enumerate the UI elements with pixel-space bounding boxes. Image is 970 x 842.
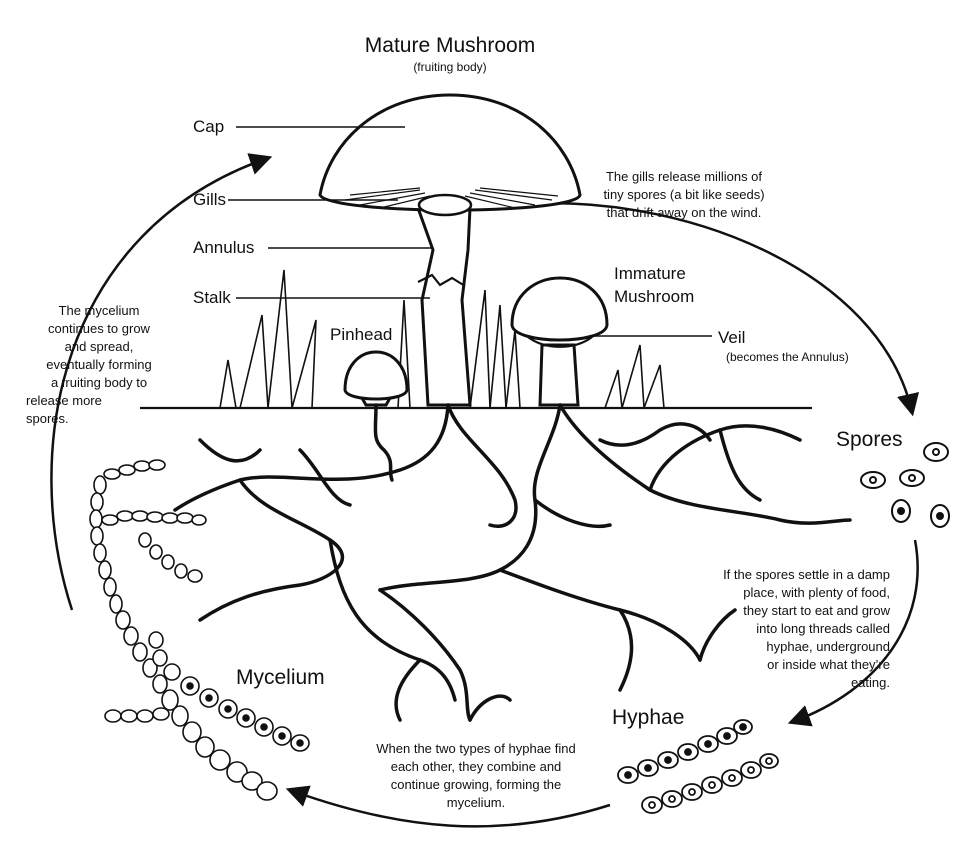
hyphae-chain-upper [617,719,753,784]
label-immature-line1: Immature [614,264,686,283]
note-mycelium-grow: The mycelium continues to grow and sprea… [26,303,152,426]
label-spores: Spores [836,428,903,451]
arrow-hyphae-to-mycelium [285,785,611,828]
spore-cluster [860,442,950,528]
note-spores-settle: If the spores settle in a damp place, wi… [723,567,890,690]
pointer-lines [228,126,712,337]
spore [930,504,950,528]
diagram-subtitle: (fruiting body) [413,60,487,74]
arrow-mycelium-to-cap [50,153,273,611]
label-stalk: Stalk [193,288,231,307]
spore [899,469,925,487]
spore [891,499,911,523]
hyphae-chain-lower [641,753,779,814]
mature-gills [344,187,559,209]
cell-chain-3 [104,631,310,752]
grass [219,269,665,409]
hyphae-chains [617,719,779,814]
arrow-gills-to-spores [509,201,919,417]
mycelium-cell-chains [89,459,310,801]
label-immature-line2: Mushroom [614,287,695,306]
mature-stalk-top [417,193,473,217]
label-mycelium: Mycelium [236,666,325,689]
label-hyphae: Hyphae [612,706,685,729]
mycelium-network [173,403,852,722]
label-pinhead: Pinhead [330,325,393,344]
cycle-arrows [50,153,919,828]
label-veil-note: (becomes the Annulus) [726,350,849,364]
mature-mushroom [318,93,582,407]
mature-annulus [417,273,466,287]
mature-cap [318,93,582,212]
label-cap: Cap [193,117,225,136]
mature-stalk [415,206,472,407]
cell-chain-2 [101,459,207,583]
label-gills: Gills [193,190,227,209]
cell-chain-1 [89,475,278,801]
immature-mushroom [510,276,609,407]
note-hyphae-combine: When the two types of hyphae find each o… [376,741,576,810]
spore [860,471,886,489]
spore [923,442,949,462]
diagram-title: Mature Mushroom [364,34,536,57]
pinhead-mushroom [343,350,409,407]
arrow-spores-to-hyphae [787,539,919,727]
label-veil: Veil [718,328,746,347]
label-annulus: Annulus [193,238,255,257]
note-gills-release: The gills release millions of tiny spore… [603,169,765,220]
